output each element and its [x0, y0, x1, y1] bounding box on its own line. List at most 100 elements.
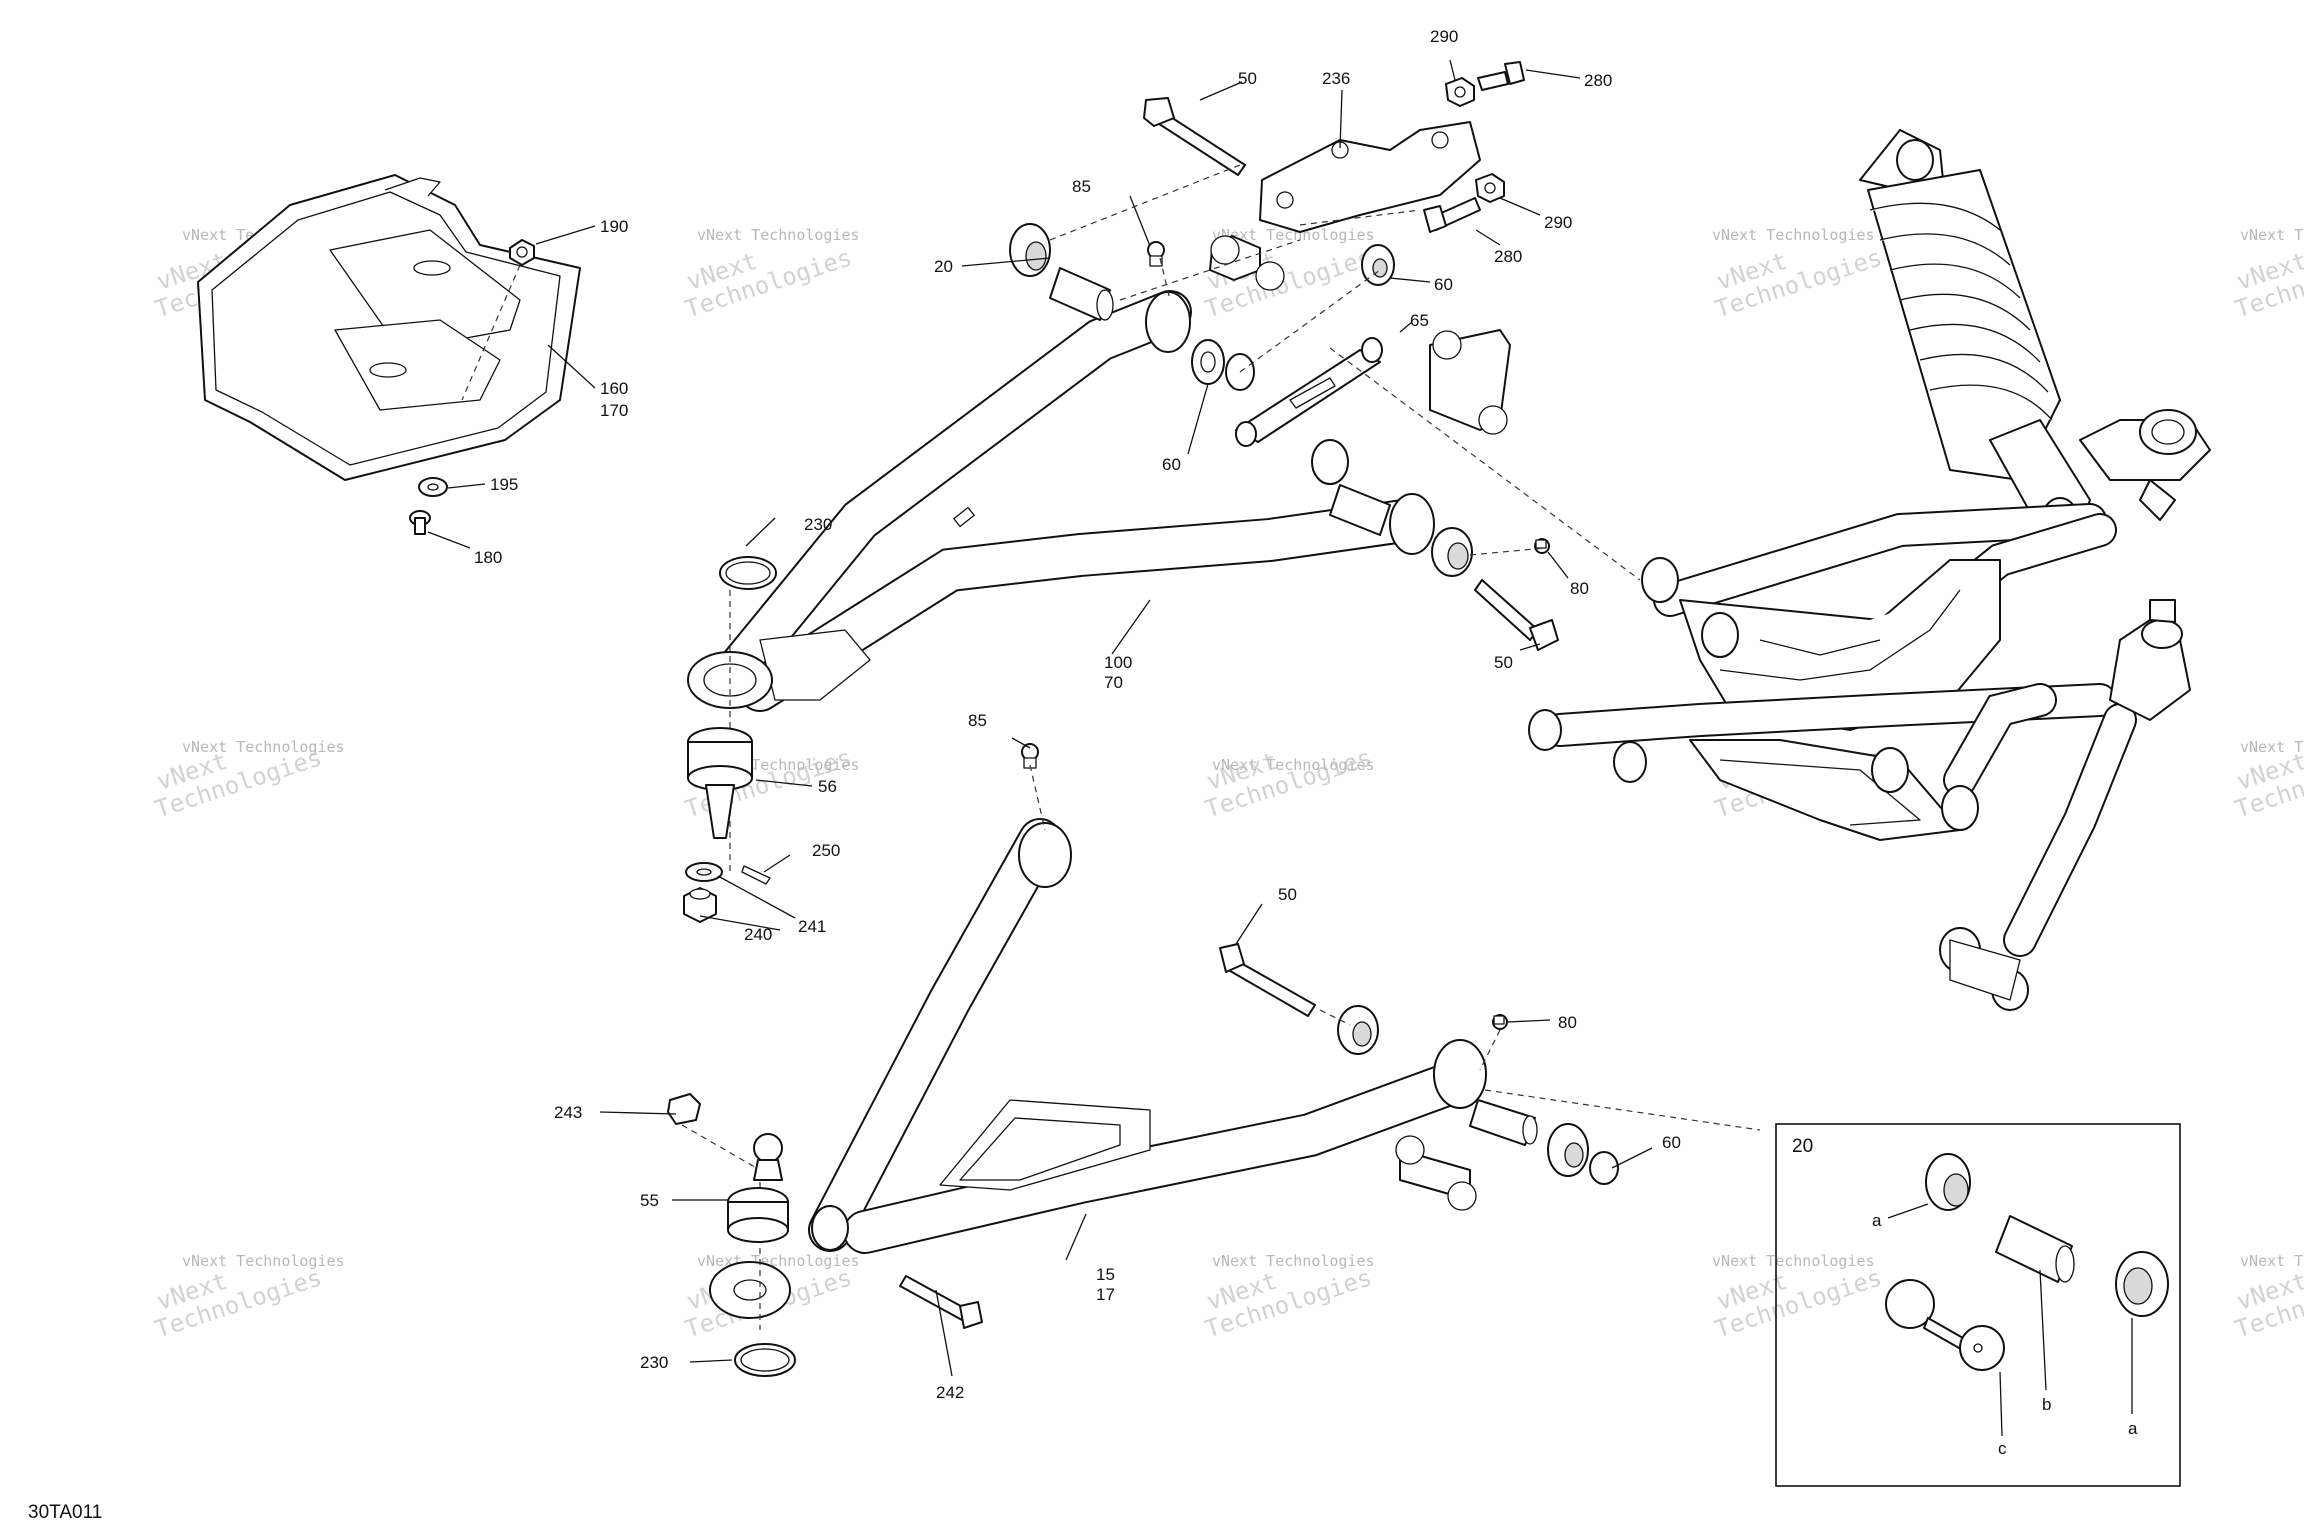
callout-236: 236 [1322, 69, 1350, 88]
leader-line [2039, 1269, 2047, 1391]
cam-washer-lower[interactable] [1395, 1135, 1477, 1211]
upper-bushing-20[interactable] [1009, 223, 1051, 277]
detail-label-c: c [1998, 1439, 2007, 1458]
assembly-lines-upper [1049, 164, 1641, 581]
watermark-line: vNext Technologies [182, 1252, 345, 1270]
shock-absorber [1859, 129, 2091, 543]
callout-20: 20 [934, 257, 953, 276]
callout-56: 56 [818, 777, 837, 796]
washer-195[interactable] [418, 477, 448, 497]
detail-view-20: 20 a b c a [1775, 1123, 2181, 1487]
callout-60-low: 60 [1662, 1133, 1681, 1152]
callout-160: 160 [600, 379, 628, 398]
skid-plate-nut-190[interactable] [509, 239, 535, 266]
grease-fitting-80-upper[interactable] [1534, 538, 1550, 554]
callout-230-low: 230 [640, 1353, 668, 1372]
watermark-line: vNext Technologies [182, 738, 345, 756]
callout-100: 100 [1104, 653, 1132, 672]
nut-240[interactable] [683, 887, 717, 923]
screw-180[interactable] [409, 510, 431, 535]
callout-50-upper: 50 [1494, 653, 1513, 672]
bolt-50-upper[interactable] [1474, 579, 1559, 651]
assembly-lines-lower [681, 1009, 1761, 1330]
callout-17: 17 [1096, 1285, 1115, 1304]
diagram-reference-id: 30TA011 [28, 1502, 102, 1523]
callout-290-top: 290 [1430, 27, 1458, 46]
watermark-line: vNext Technologies [1212, 1252, 1375, 1270]
assembled-suspension [1528, 129, 2211, 1011]
bushing-60-a[interactable] [1191, 339, 1255, 391]
bolt-242[interactable] [899, 1275, 983, 1329]
detail-label-a2: a [2128, 1419, 2138, 1438]
nut-290-top[interactable] [1445, 77, 1475, 107]
sleeve-lower[interactable] [1469, 1099, 1538, 1146]
detail-label-b: b [2042, 1395, 2051, 1414]
grease-fitting-85-low[interactable] [1021, 743, 1039, 769]
bushing-lower-left[interactable] [1337, 1005, 1379, 1055]
callout-195: 195 [490, 475, 518, 494]
detail-sleeve-b [1995, 1215, 2075, 1283]
bracket-236[interactable] [1259, 121, 1481, 233]
callout-242: 242 [936, 1383, 964, 1402]
detail-bushing-a [1925, 1153, 1971, 1211]
bushing-60-upper-right[interactable] [1361, 244, 1395, 286]
callout-280-top: 280 [1584, 71, 1612, 90]
bushing-stack-upper[interactable] [1311, 439, 1473, 577]
callout-190: 190 [600, 217, 628, 236]
circlip-230-low[interactable] [734, 1343, 796, 1377]
ball-joint-55[interactable] [727, 1133, 789, 1243]
callout-241: 241 [798, 917, 826, 936]
callout-50-low: 50 [1278, 885, 1297, 904]
washer-241[interactable] [685, 862, 723, 882]
watermark-line: vNext Technologies [2240, 738, 2304, 756]
callout-50-top: 50 [1238, 69, 1257, 88]
callout-65: 65 [1410, 311, 1429, 330]
assembly-line [1029, 764, 1046, 831]
watermark-line: vNext Technologies [1212, 756, 1375, 774]
watermark-line: vNext Technologies [1212, 226, 1375, 244]
watermark-line: vNext Technologies [1712, 226, 1875, 244]
assembly-line [461, 264, 521, 401]
cam-washer-upper[interactable] [1209, 235, 1285, 291]
circlip-230-top[interactable] [719, 556, 777, 590]
bolt-50-low[interactable] [1219, 943, 1316, 1017]
bolt-280-mid[interactable] [1423, 197, 1481, 233]
callout-230-top: 230 [804, 515, 832, 534]
callout-15: 15 [1096, 1265, 1115, 1284]
watermark: vNext Technologies [2232, 743, 2304, 823]
callout-240: 240 [744, 925, 772, 944]
grease-fitting-85-upper[interactable] [1147, 241, 1165, 267]
leader-line [1999, 1371, 2003, 1437]
callout-243: 243 [554, 1103, 582, 1122]
callout-85-low: 85 [968, 711, 987, 730]
callout-250: 250 [812, 841, 840, 860]
upper-sleeve[interactable] [1049, 267, 1114, 321]
callout-55: 55 [640, 1191, 659, 1210]
bolt-50-top[interactable] [1143, 97, 1246, 176]
cotter-pin-250[interactable] [741, 865, 771, 885]
callout-60-a: 60 [1434, 275, 1453, 294]
cam-plate-65[interactable] [1235, 337, 1383, 447]
skid-plate[interactable] [197, 174, 581, 481]
cap-243[interactable] [667, 1093, 701, 1125]
bolt-280-top[interactable] [1477, 61, 1525, 91]
watermark-line: vNext Technologies [2240, 226, 2304, 244]
ball-joint-56[interactable] [687, 727, 753, 839]
bushing-60-low[interactable] [1547, 1123, 1619, 1185]
nut-290-mid[interactable] [1475, 173, 1505, 203]
detail-title: 20 [1792, 1136, 1813, 1157]
callout-85-top: 85 [1072, 177, 1091, 196]
cam-washer-right[interactable] [1429, 329, 1511, 435]
detail-washer-c [1885, 1279, 2005, 1371]
leader-line [1887, 1203, 1929, 1219]
watermark-line: vNext Technologies [697, 1252, 860, 1270]
grease-fitting-80-low[interactable] [1492, 1014, 1508, 1030]
watermark-line: vNext Technologies [1712, 1252, 1875, 1270]
callout-290-mid: 290 [1544, 213, 1572, 232]
upper-a-arm[interactable] [687, 290, 1435, 712]
detail-frame [1775, 1123, 2181, 1487]
callout-labels: 190 160 170 195 180 50 236 290 280 85 29… [474, 27, 1681, 1402]
detail-bushing-a2 [2115, 1251, 2169, 1317]
lower-a-arm[interactable] [709, 818, 1487, 1319]
watermark: vNext Technologies [152, 743, 326, 823]
